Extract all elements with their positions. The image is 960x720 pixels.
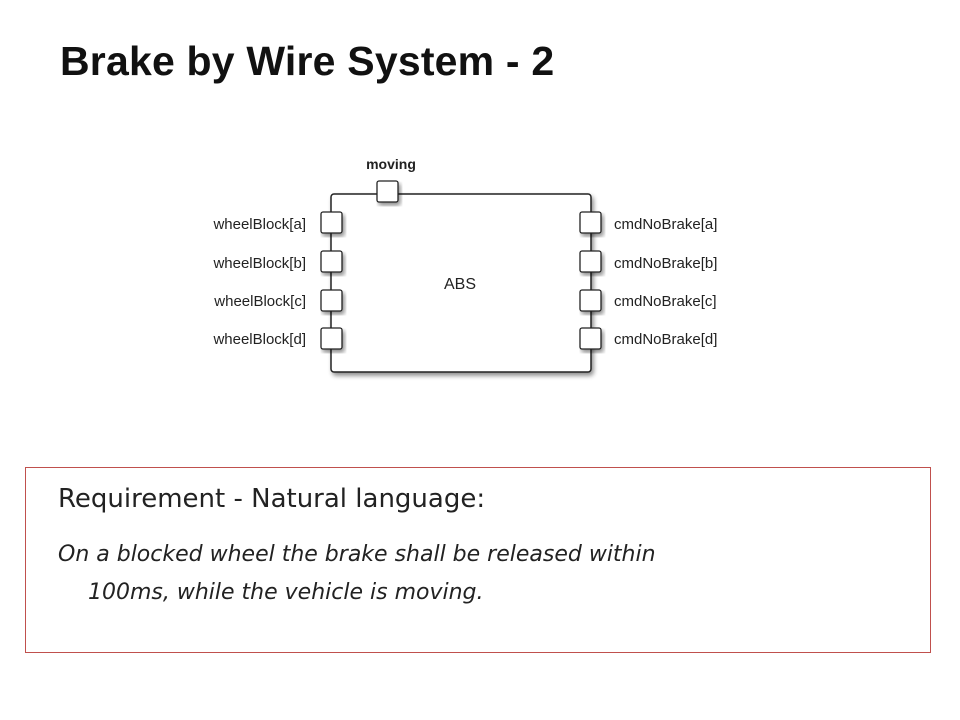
- port-label-wheelblock-c: wheelBlock[c]: [213, 293, 306, 310]
- requirement-line-2: 100ms, while the vehicle is moving.: [88, 580, 484, 605]
- port-label-wheelblock-b: wheelBlock[b]: [212, 255, 306, 272]
- requirement-box: Requirement - Natural language: On a blo…: [25, 467, 931, 653]
- port-label-wheelblock-d: wheelBlock[d]: [212, 331, 306, 348]
- port-label-cmdnobrake-c: cmdNoBrake[c]: [614, 293, 717, 310]
- component-label: ABS: [444, 276, 476, 293]
- port-cmdnobrake-a: [579, 211, 602, 234]
- port-label-cmdnobrake-b: cmdNoBrake[b]: [614, 255, 717, 272]
- port-cmdnobrake-c: [579, 289, 602, 312]
- port-wheelblock-a: [320, 211, 343, 234]
- port-moving: [376, 180, 399, 203]
- port-cmdnobrake-b: [579, 250, 602, 273]
- abs-component-diagram: ABS moving wheelBlock[a] wheelBlock[b] w…: [212, 156, 717, 373]
- slide-title: Brake by Wire System - 2: [60, 38, 555, 84]
- port-label-wheelblock-a: wheelBlock[a]: [212, 216, 306, 233]
- port-wheelblock-c: [320, 289, 343, 312]
- port-label-cmdnobrake-d: cmdNoBrake[d]: [614, 331, 717, 348]
- port-wheelblock-b: [320, 250, 343, 273]
- abs-component-block: [330, 193, 592, 373]
- requirement-line-1: On a blocked wheel the brake shall be re…: [58, 542, 656, 567]
- port-wheelblock-d: [320, 327, 343, 350]
- port-label-cmdnobrake-a: cmdNoBrake[a]: [614, 216, 717, 233]
- port-label-moving: moving: [366, 156, 416, 172]
- port-cmdnobrake-d: [579, 327, 602, 350]
- requirement-text: On a blocked wheel the brake shall be re…: [58, 536, 898, 612]
- requirement-heading: Requirement - Natural language:: [58, 484, 486, 514]
